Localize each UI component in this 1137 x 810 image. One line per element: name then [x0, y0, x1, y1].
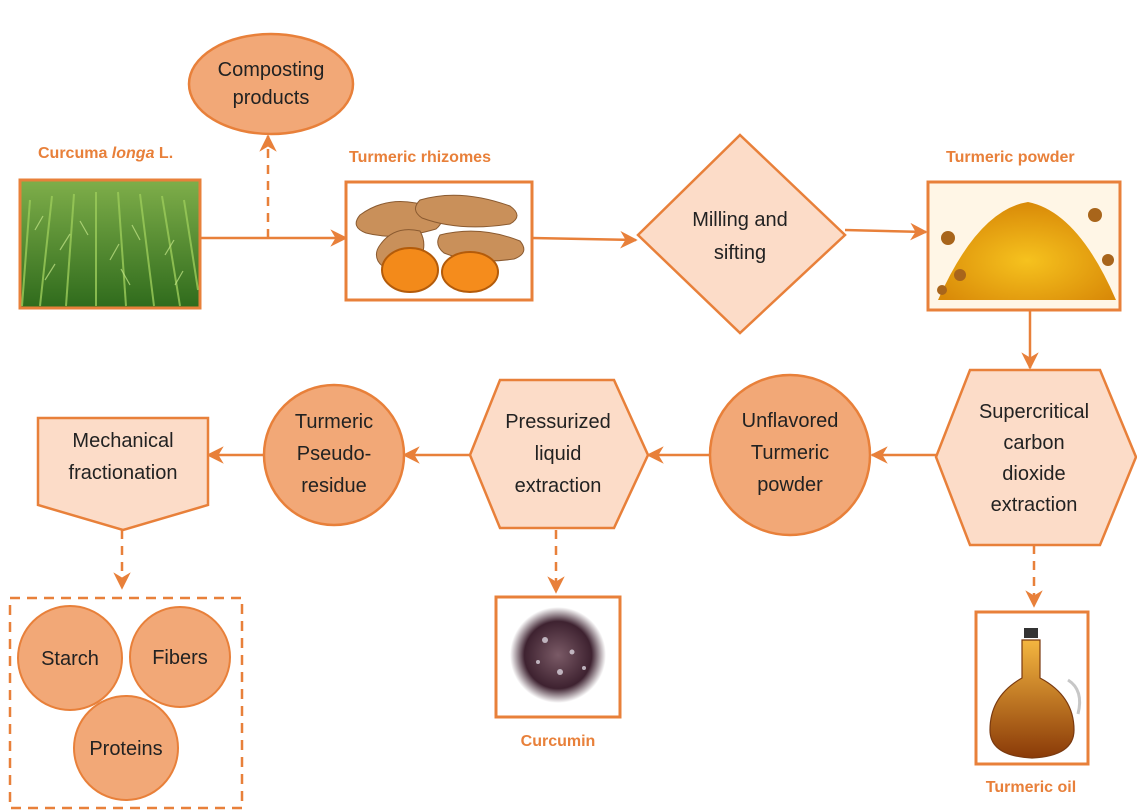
fibers-node: Fibers	[129, 606, 231, 708]
svg-text:Mechanical: Mechanical	[72, 430, 173, 452]
svg-text:Milling and: Milling and	[692, 209, 788, 231]
crop-field-photo	[18, 178, 202, 310]
svg-text:Fibers: Fibers	[152, 647, 208, 669]
svg-text:Composting: Composting	[218, 59, 325, 81]
svg-text:Turmeric: Turmeric	[295, 411, 373, 433]
curcumin-crystals-photo	[494, 595, 622, 719]
svg-text:powder: powder	[757, 474, 823, 496]
svg-text:products: products	[233, 87, 310, 109]
caption-curcuma-longa: Curcuma longa L.	[38, 145, 173, 162]
caption-turmeric-oil: Turmeric oil	[986, 779, 1076, 796]
turmeric-oil-bottle-photo	[974, 610, 1090, 766]
turmeric-pseudo-residue-node: Turmeric Pseudo- residue	[262, 383, 406, 527]
arrow-rhizomes-to-milling	[531, 230, 638, 249]
supercritical-co2-extraction-node: Supercritical carbon dioxide extraction	[934, 368, 1137, 547]
caption-curcumin: Curcumin	[521, 733, 596, 750]
caption-turmeric-powder: Turmeric powder	[946, 149, 1075, 166]
svg-text:Pressurized: Pressurized	[505, 411, 611, 433]
svg-text:sifting: sifting	[714, 242, 766, 264]
starch-node: Starch	[17, 605, 123, 711]
caption-turmeric-rhizomes: Turmeric rhizomes	[349, 149, 491, 166]
milling-and-sifting-node: Milling and sifting	[636, 133, 847, 335]
svg-text:Starch: Starch	[41, 648, 99, 670]
composting-products-node: Composting products	[187, 32, 355, 136]
svg-text:residue: residue	[301, 475, 367, 497]
fractions-group: Starch Fibers Proteins	[8, 596, 244, 810]
svg-text:Unflavored: Unflavored	[742, 410, 839, 432]
turmeric-rhizomes-photo	[344, 180, 534, 302]
proteins-node: Proteins	[73, 695, 179, 801]
svg-text:extraction: extraction	[991, 494, 1078, 516]
svg-text:Proteins: Proteins	[89, 738, 162, 760]
unflavored-turmeric-powder-node: Unflavored Turmeric powder	[708, 373, 872, 537]
svg-text:liquid: liquid	[535, 443, 582, 465]
connectors	[113, 134, 1043, 608]
svg-text:Pseudo-: Pseudo-	[297, 443, 372, 465]
mechanical-fractionation-node: Mechanical fractionation	[36, 416, 210, 532]
svg-text:dioxide: dioxide	[1002, 463, 1065, 485]
svg-text:Supercritical: Supercritical	[979, 401, 1089, 423]
svg-text:extraction: extraction	[515, 475, 602, 497]
pressurized-liquid-extraction-node: Pressurized liquid extraction	[468, 378, 650, 530]
svg-text:Turmeric: Turmeric	[751, 442, 829, 464]
arrow-milling-to-powder	[844, 222, 928, 241]
svg-text:carbon: carbon	[1003, 432, 1064, 454]
svg-text:fractionation: fractionation	[69, 462, 178, 484]
turmeric-powder-photo	[926, 180, 1122, 312]
